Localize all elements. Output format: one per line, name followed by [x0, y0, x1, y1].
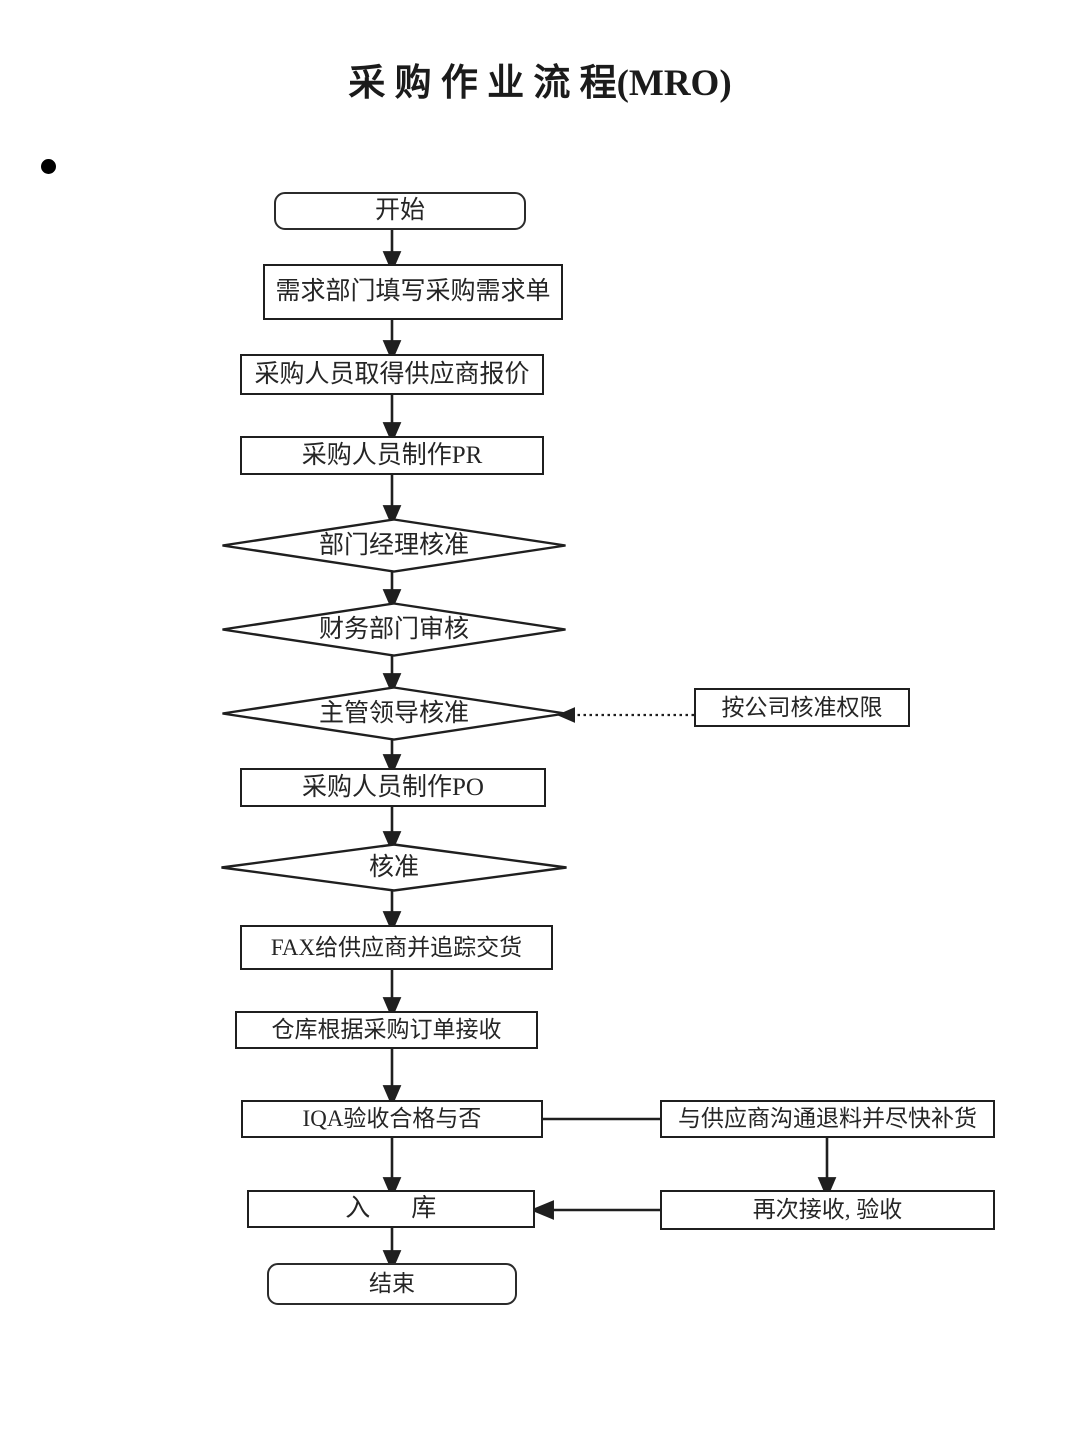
node-fax-supplier-track-delivery-label: FAX给供应商并追踪交货: [270, 934, 523, 960]
node-create-po-label: 采购人员制作PO: [302, 773, 484, 801]
node-end[interactable]: 结束: [267, 1263, 517, 1305]
node-finance-review-label: 财务部门审核: [318, 615, 469, 643]
page-title: 采 购 作 业 流 程(MRO): [348, 63, 732, 104]
node-fax-supplier-track-delivery[interactable]: FAX给供应商并追踪交货: [240, 925, 553, 970]
node-warehouse-receive[interactable]: 仓库根据采购订单接收: [235, 1011, 538, 1049]
node-approval[interactable]: 核准: [220, 843, 568, 892]
note-company-approval-authority[interactable]: 按公司核准权限: [694, 688, 910, 727]
node-warehouse-receive-label: 仓库根据采购订单接收: [271, 1017, 502, 1043]
node-return-material-to-supplier[interactable]: 与供应商沟通退料并尽快补货: [660, 1100, 995, 1138]
node-stock-in-label: 入 库: [345, 1195, 437, 1223]
node-create-pr-label: 采购人员制作PR: [301, 441, 483, 469]
node-requirement-form-label: 需求部门填写采购需求单: [275, 278, 551, 306]
node-return-material-to-supplier-label: 与供应商沟通退料并尽快补货: [678, 1106, 977, 1132]
node-receive-and-inspect-again-label: 再次接收, 验收: [752, 1197, 903, 1223]
node-end-label: 结束: [369, 1271, 415, 1297]
node-iqa-inspection-label: IQA验收合格与否: [302, 1106, 482, 1132]
node-create-po[interactable]: 采购人员制作PO: [240, 768, 546, 807]
node-dept-manager-approval[interactable]: 部门经理核准: [221, 518, 567, 573]
node-get-supplier-quote-label: 采购人员取得供应商报价: [254, 360, 530, 388]
node-dept-manager-approval-label: 部门经理核准: [318, 531, 469, 559]
node-executive-approval[interactable]: 主管领导核准: [221, 686, 567, 741]
note-company-approval-authority-label: 按公司核准权限: [721, 694, 883, 720]
node-get-supplier-quote[interactable]: 采购人员取得供应商报价: [240, 354, 544, 395]
node-finance-review[interactable]: 财务部门审核: [221, 602, 567, 657]
node-start[interactable]: 开始: [274, 192, 526, 230]
node-create-pr[interactable]: 采购人员制作PR: [240, 436, 544, 475]
node-iqa-inspection[interactable]: IQA验收合格与否: [241, 1100, 543, 1138]
node-approval-label: 核准: [368, 853, 419, 881]
node-requirement-form[interactable]: 需求部门填写采购需求单: [263, 264, 563, 320]
node-executive-approval-label: 主管领导核准: [318, 699, 469, 727]
node-stock-in[interactable]: 入 库: [247, 1190, 535, 1228]
bullet-point-icon: [41, 159, 56, 174]
node-start-label: 开始: [374, 197, 425, 225]
node-receive-and-inspect-again[interactable]: 再次接收, 验收: [660, 1190, 995, 1230]
